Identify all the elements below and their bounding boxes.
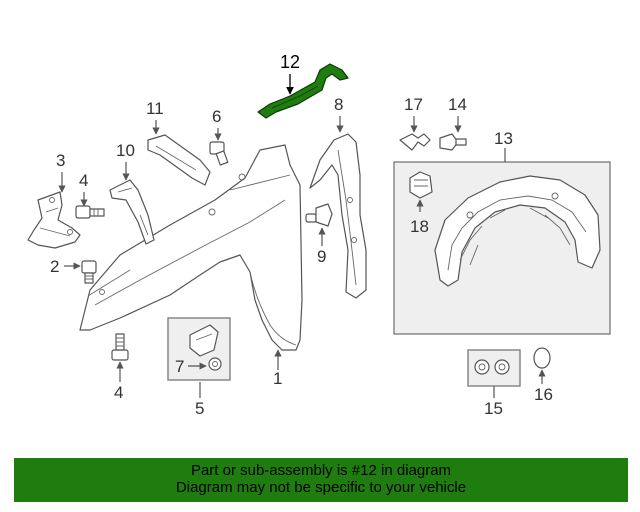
ring-part-16[interactable] xyxy=(533,347,551,369)
callout-17: 17 xyxy=(404,95,423,114)
callout-15: 15 xyxy=(484,399,503,418)
bracket-part-3[interactable] xyxy=(27,191,81,249)
bolt-part-4-upper[interactable] xyxy=(75,205,105,219)
callout-2: 2 xyxy=(50,257,59,276)
callout-9: 9 xyxy=(317,247,326,266)
bolt-part-6[interactable] xyxy=(209,141,229,166)
callout-16: 16 xyxy=(534,385,553,404)
clip-part-9[interactable] xyxy=(305,203,333,227)
clip-part-17[interactable] xyxy=(399,133,431,151)
callout-3: 3 xyxy=(56,151,65,170)
parts-diagram: 1 2 3 4 4 5 6 7 8 9 10 11 12 13 14 15 16… xyxy=(27,52,611,418)
callout-5: 5 xyxy=(195,399,204,418)
callout-1: 1 xyxy=(273,369,282,388)
support-part-11[interactable] xyxy=(147,134,211,186)
banner-line-part: Part or sub-assembly is #12 in diagram xyxy=(190,462,452,479)
fender-part-1[interactable] xyxy=(79,144,303,351)
bracket-part-12-highlighted[interactable] xyxy=(257,63,349,119)
leader-lines xyxy=(58,74,546,398)
callout-8: 8 xyxy=(334,95,343,114)
callout-4-lower: 4 xyxy=(114,383,123,402)
screw-part-14[interactable] xyxy=(439,133,467,151)
callout-18: 18 xyxy=(410,217,429,236)
nuts-box-part-15[interactable] xyxy=(467,349,521,387)
banner-line-disclaimer: Diagram may not be specific to your vehi… xyxy=(175,479,467,496)
liner-part-8[interactable] xyxy=(309,133,367,299)
clip-part-18[interactable] xyxy=(409,171,433,199)
bolt-part-4-lower[interactable] xyxy=(111,333,129,361)
callout-14: 14 xyxy=(448,95,467,114)
callout-12: 12 xyxy=(280,52,300,72)
callout-10: 10 xyxy=(116,141,135,160)
callout-7: 7 xyxy=(175,357,184,376)
bracket-part-10[interactable] xyxy=(109,179,155,245)
callout-13: 13 xyxy=(494,129,513,148)
liner-box-part-13[interactable] xyxy=(393,161,611,335)
bolt-part-2[interactable] xyxy=(81,260,97,284)
callout-4-upper: 4 xyxy=(79,171,88,190)
callout-6: 6 xyxy=(212,107,221,126)
kit-box-part-5[interactable] xyxy=(167,317,231,381)
part-info-banner: Part or sub-assembly is #12 in diagram D… xyxy=(14,458,628,502)
callout-labels: 1 2 3 4 4 5 6 7 8 9 10 11 12 13 14 15 16… xyxy=(50,52,553,418)
callout-11: 11 xyxy=(146,99,164,118)
